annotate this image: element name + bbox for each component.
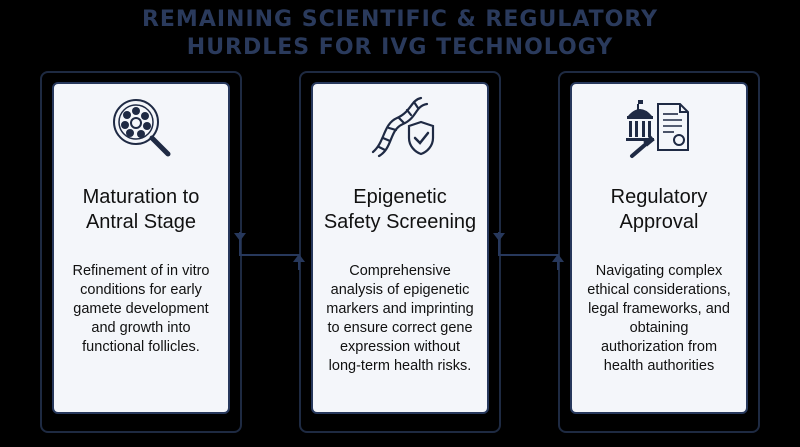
step-description: Navigating complex ethical consideration…: [587, 263, 731, 374]
step-title: Epigenetic Safety Screening: [323, 186, 477, 233]
step-description: Comprehensive analysis of epigenetic mar…: [326, 263, 474, 374]
step-description: Refinement of in vitro conditions for ea…: [72, 263, 210, 355]
follicle-magnifier-icon: [113, 99, 171, 157]
diagram-title: REMAINING SCIENTIFIC & REGULATORY HURDLE…: [0, 6, 800, 62]
dna-shield-icon: [371, 96, 435, 158]
step-card-epigenetic: Epigenetic Safety Screening Comprehensiv…: [311, 82, 489, 414]
connector-1-2: [239, 232, 300, 270]
step-3-frame: [558, 71, 760, 433]
step-title: Maturation to Antral Stage: [82, 186, 200, 233]
title-line-2: HURDLES FOR IVG TECHNOLOGY: [186, 35, 614, 60]
arrow-down-icon: [234, 233, 246, 241]
arrow-up-icon: [552, 254, 564, 262]
connector-2-3: [498, 232, 559, 270]
arrow-up-icon: [293, 254, 305, 262]
title-line-1: REMAINING SCIENTIFIC & REGULATORY: [141, 7, 659, 32]
courthouse-document-icon: [626, 100, 689, 158]
step-card-maturation: Maturation to Antral Stage Refinement of…: [52, 82, 230, 414]
step-title: Regulatory Approval: [610, 186, 708, 233]
step-card-regulatory: Regulatory Approval Navigating complex e…: [570, 82, 748, 414]
arrow-down-icon: [493, 233, 505, 241]
